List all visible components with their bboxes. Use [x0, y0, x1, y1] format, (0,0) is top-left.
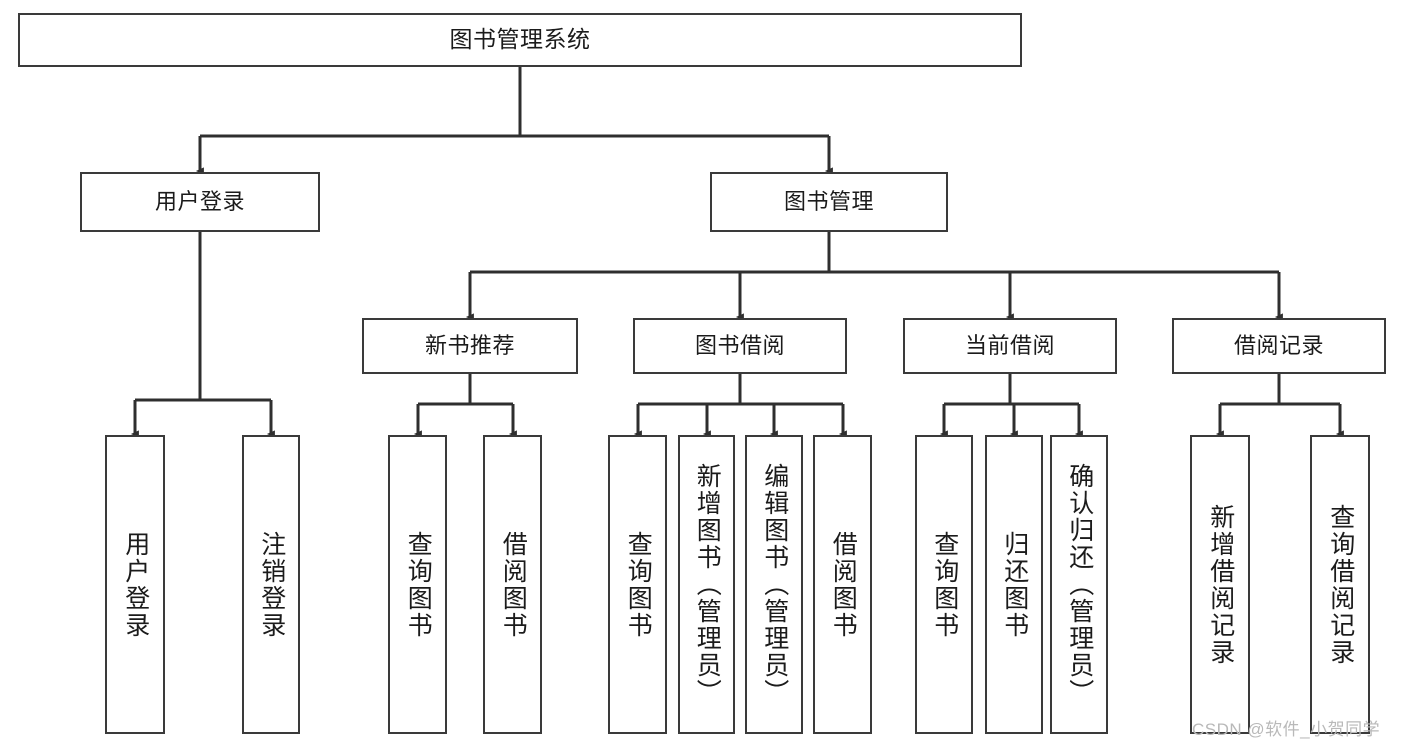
node-label-leaf-query-record: 查询借阅记录: [1326, 503, 1355, 666]
node-label-leaf-add-book: 新增图书（管理员）: [693, 463, 722, 706]
edges: [130, 67, 1344, 438]
node-leaf-edit-book[interactable]: 编辑图书（管理员）: [745, 435, 803, 734]
node-label-user-login: 用户登录: [154, 188, 245, 214]
node-label-leaf-add-record: 新增借阅记录: [1206, 503, 1235, 666]
node-leaf-confirm-return[interactable]: 确认归还（管理员）: [1050, 435, 1108, 734]
node-user-login[interactable]: 用户登录: [80, 172, 320, 232]
watermark-text: CSDN @软件_小贺同学: [1192, 720, 1381, 739]
node-label-leaf-query-book-3: 查询图书: [930, 530, 959, 639]
node-leaf-borrow-book-1[interactable]: 借阅图书: [483, 435, 542, 734]
node-label-book-manage: 图书管理: [783, 188, 874, 214]
node-new-book-rec[interactable]: 新书推荐: [362, 318, 578, 374]
node-leaf-query-book-2[interactable]: 查询图书: [608, 435, 667, 734]
node-leaf-query-record[interactable]: 查询借阅记录: [1310, 435, 1370, 734]
node-label-leaf-query-book-1: 查询图书: [404, 530, 433, 639]
node-label-leaf-confirm-return: 确认归还（管理员）: [1065, 463, 1094, 706]
node-borrow-record[interactable]: 借阅记录: [1172, 318, 1386, 374]
node-leaf-query-book-3[interactable]: 查询图书: [915, 435, 973, 734]
node-label-borrow-record: 借阅记录: [1233, 332, 1324, 358]
node-label-leaf-user-logout: 注销登录: [257, 530, 286, 639]
node-leaf-add-record[interactable]: 新增借阅记录: [1190, 435, 1250, 734]
node-label-leaf-edit-book: 编辑图书（管理员）: [760, 463, 789, 706]
node-root[interactable]: 图书管理系统: [18, 13, 1022, 67]
node-leaf-user-logout[interactable]: 注销登录: [242, 435, 300, 734]
node-label-new-book-rec: 新书推荐: [424, 332, 515, 358]
node-current-borrow[interactable]: 当前借阅: [903, 318, 1117, 374]
node-book-manage[interactable]: 图书管理: [710, 172, 948, 232]
node-leaf-query-book-1[interactable]: 查询图书: [388, 435, 447, 734]
node-label-leaf-borrow-book-2: 借阅图书: [829, 530, 858, 639]
node-label-leaf-return-book: 归还图书: [1000, 530, 1029, 639]
node-label-leaf-user-login: 用户登录: [121, 530, 150, 639]
node-leaf-user-login[interactable]: 用户登录: [105, 435, 165, 734]
node-leaf-return-book[interactable]: 归还图书: [985, 435, 1043, 734]
node-book-borrow[interactable]: 图书借阅: [633, 318, 847, 374]
node-label-current-borrow: 当前借阅: [964, 332, 1055, 358]
node-label-leaf-query-book-2: 查询图书: [624, 530, 653, 639]
node-label-leaf-borrow-book-1: 借阅图书: [499, 530, 528, 639]
node-leaf-borrow-book-2[interactable]: 借阅图书: [813, 435, 872, 734]
node-label-book-borrow: 图书借阅: [694, 332, 785, 358]
node-leaf-add-book[interactable]: 新增图书（管理员）: [678, 435, 735, 734]
node-label-root: 图书管理系统: [449, 26, 591, 53]
